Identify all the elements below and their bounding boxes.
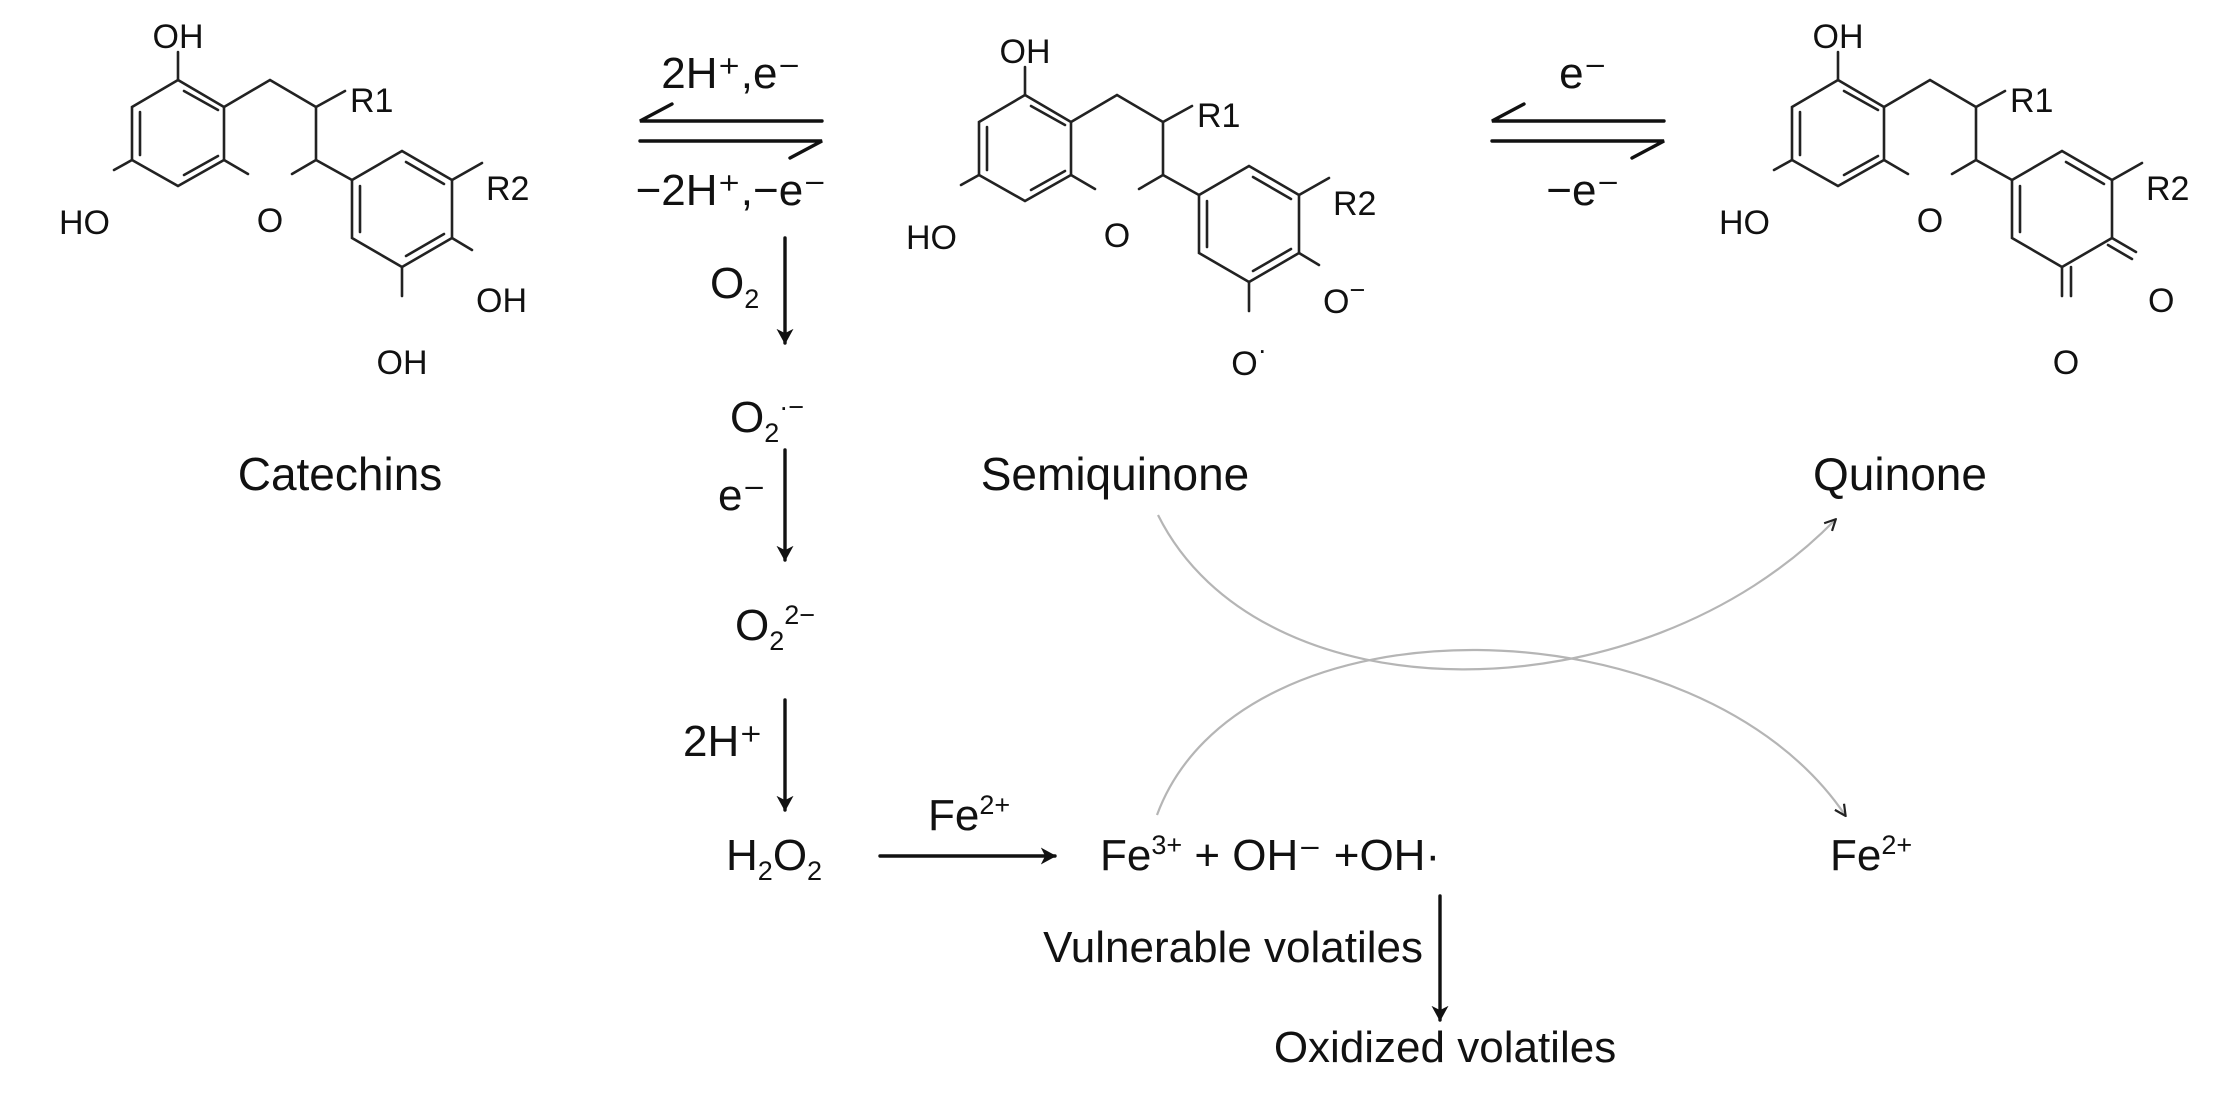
equilibrium-1-reverse-label: −2H⁺,−e⁻ [636, 166, 827, 215]
quinone-bonds [1772, 50, 2144, 298]
quinone-o-meta-label: O [2053, 344, 2079, 382]
equilibrium-2-reverse-label: −e⁻ [1546, 166, 1619, 215]
peroxide-label: O22− [735, 600, 815, 656]
equilibrium-arrows-2 [1490, 102, 1666, 160]
curve-fe3-to-fe2 [1155, 648, 1845, 815]
electron-step-label: e⁻ [718, 471, 766, 520]
catechin-bonds [112, 50, 484, 298]
semiquinone-r1-label: R1 [1197, 97, 1240, 135]
quinone-structure: OH R1 R2 HO O O O [1719, 18, 2189, 382]
quinone-name: Quinone [1813, 448, 1987, 500]
fenton-products-label: Fe3+ + OH⁻ +OH· [1100, 830, 1440, 880]
curve-semiquinone-to-quinone [1157, 514, 1835, 671]
vulnerable-volatiles-label: Vulnerable volatiles [1043, 923, 1423, 972]
equilibrium-1-forward-label: 2H⁺,e⁻ [661, 49, 800, 98]
quinone-r1-label: R1 [2010, 82, 2053, 120]
catechin-r1-label: R1 [350, 82, 393, 120]
proton-step-label: 2H⁺ [683, 717, 762, 766]
quinone-o-para-label: O [2148, 282, 2174, 320]
fenton-catalyst-label: Fe2+ [928, 790, 1010, 840]
semiquinone-o-anion-label: O− [1323, 275, 1365, 321]
catechin-structure: OH R1 R2 HO O OH OH [59, 18, 529, 382]
h2o2-label: H2O2 [726, 831, 822, 886]
semiquinone-top-oh-label: OH [1000, 33, 1051, 71]
catechins-name: Catechins [238, 448, 443, 500]
catechin-ho-label: HO [59, 204, 110, 242]
semiquinone-name: Semiquinone [981, 448, 1250, 500]
superoxide-label: O2·− [730, 392, 804, 448]
semiquinone-r2-label: R2 [1333, 185, 1376, 223]
quinone-r2-label: R2 [2146, 170, 2189, 208]
semiquinone-bonds [959, 65, 1331, 313]
catechin-r2-label: R2 [486, 170, 529, 208]
quinone-ho-label: HO [1719, 204, 1770, 242]
catechin-ring-o-label: O [257, 202, 283, 240]
catechin-oh-meta-label: OH [377, 344, 428, 382]
semiquinone-ho-label: HO [906, 219, 957, 257]
regenerated-fe2-label: Fe2+ [1830, 830, 1912, 880]
quinone-top-oh-label: OH [1813, 18, 1864, 56]
equilibrium-2-forward-label: e⁻ [1559, 49, 1607, 98]
quinone-ring-o-label: O [1917, 202, 1943, 240]
oxidized-volatiles-label: Oxidized volatiles [1274, 1023, 1616, 1072]
semiquinone-ring-o-label: O [1104, 217, 1130, 255]
o2-label: O2 [710, 259, 759, 314]
semiquinone-structure: OH R1 R2 HO O O− O· [906, 33, 1376, 383]
catechin-top-oh-label: OH [153, 18, 204, 56]
catechin-oh-para-label: OH [476, 282, 527, 320]
equilibrium-arrows-1 [638, 102, 824, 160]
semiquinone-o-radical-label: O· [1231, 335, 1266, 383]
